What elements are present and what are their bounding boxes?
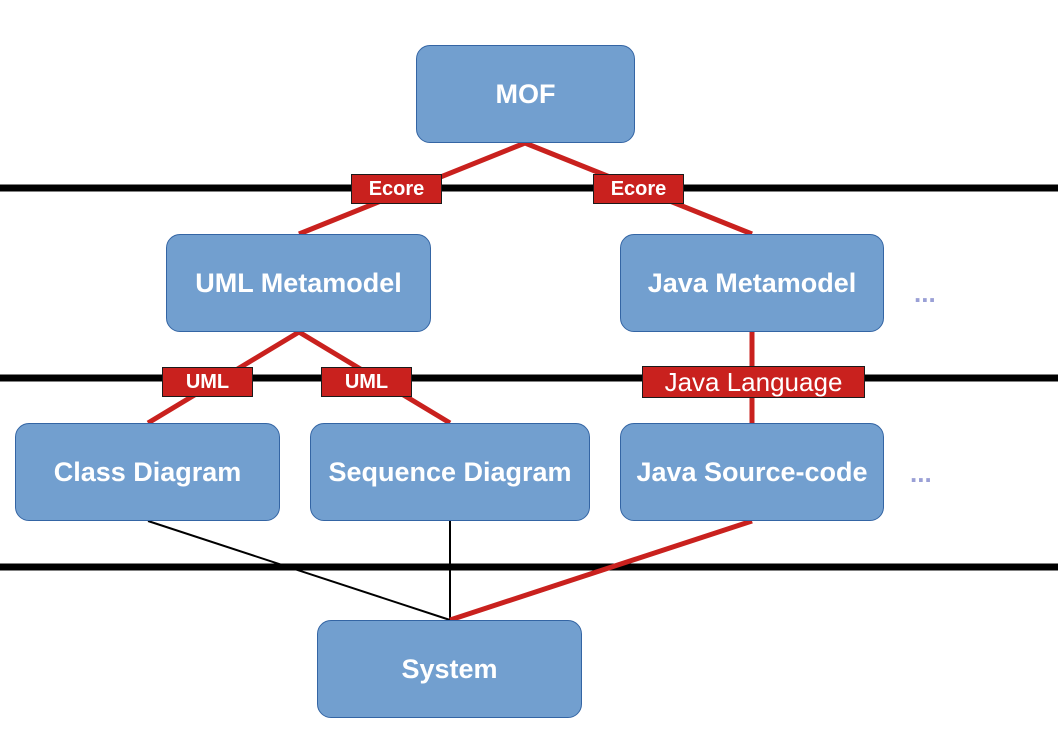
node-system: System [317, 620, 582, 718]
link-system-java-source [449, 518, 753, 623]
node-sequence-diagram: Sequence Diagram [310, 423, 590, 521]
link-class-diagram-system [147, 520, 451, 621]
ellipsis-model-level: ... [910, 458, 932, 488]
node-uml-metamodel: UML Metamodel [166, 234, 431, 332]
node-class-diagram: Class Diagram [15, 423, 280, 521]
label-ecore-left: Ecore [351, 174, 442, 204]
label-uml-left: UML [162, 367, 253, 397]
ellipsis-metamodel-level: ... [914, 278, 936, 308]
label-java-language: Java Language [642, 366, 865, 398]
node-mof: MOF [416, 45, 635, 143]
label-ecore-right: Ecore [593, 174, 684, 204]
node-java-source-code: Java Source-code [620, 423, 884, 521]
node-java-metamodel: Java Metamodel [620, 234, 884, 332]
label-uml-right: UML [321, 367, 412, 397]
